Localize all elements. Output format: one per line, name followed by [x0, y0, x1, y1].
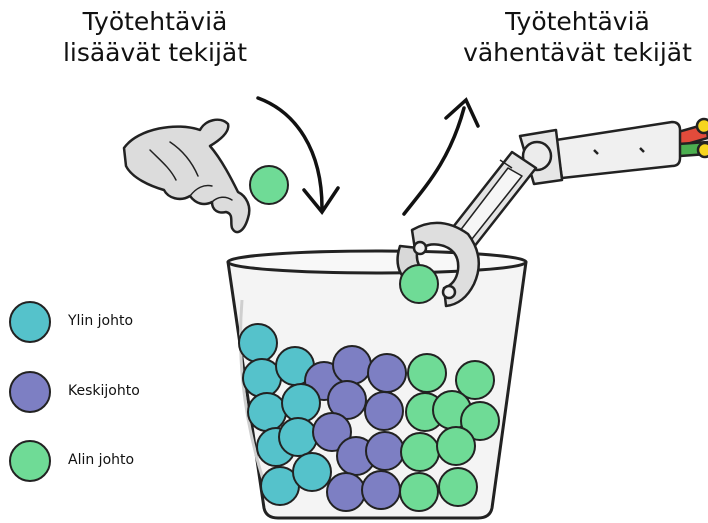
ball	[282, 384, 320, 422]
ball	[248, 393, 286, 431]
ball	[368, 354, 406, 392]
legend-swatch	[10, 372, 50, 412]
ball	[279, 418, 317, 456]
legend-label: Ylin johto	[68, 313, 133, 329]
ball	[362, 471, 400, 509]
ball	[366, 432, 404, 470]
legend-label: Alin johto	[68, 452, 134, 468]
legend-swatch	[10, 441, 50, 481]
ball	[239, 324, 277, 362]
ball	[400, 473, 438, 511]
curved-arrow-up-icon	[404, 100, 478, 214]
legend	[10, 302, 50, 481]
legend-swatch	[10, 302, 50, 342]
ball	[365, 392, 403, 430]
falling-ball	[250, 166, 288, 204]
ball	[327, 473, 365, 511]
ball	[437, 427, 475, 465]
ball	[401, 433, 439, 471]
ball	[408, 354, 446, 392]
lifted-ball	[400, 265, 438, 303]
legend-label: Keskijohto	[68, 383, 140, 399]
hand-icon	[124, 120, 249, 232]
ball	[293, 453, 331, 491]
ball	[439, 468, 477, 506]
ball	[333, 346, 371, 384]
